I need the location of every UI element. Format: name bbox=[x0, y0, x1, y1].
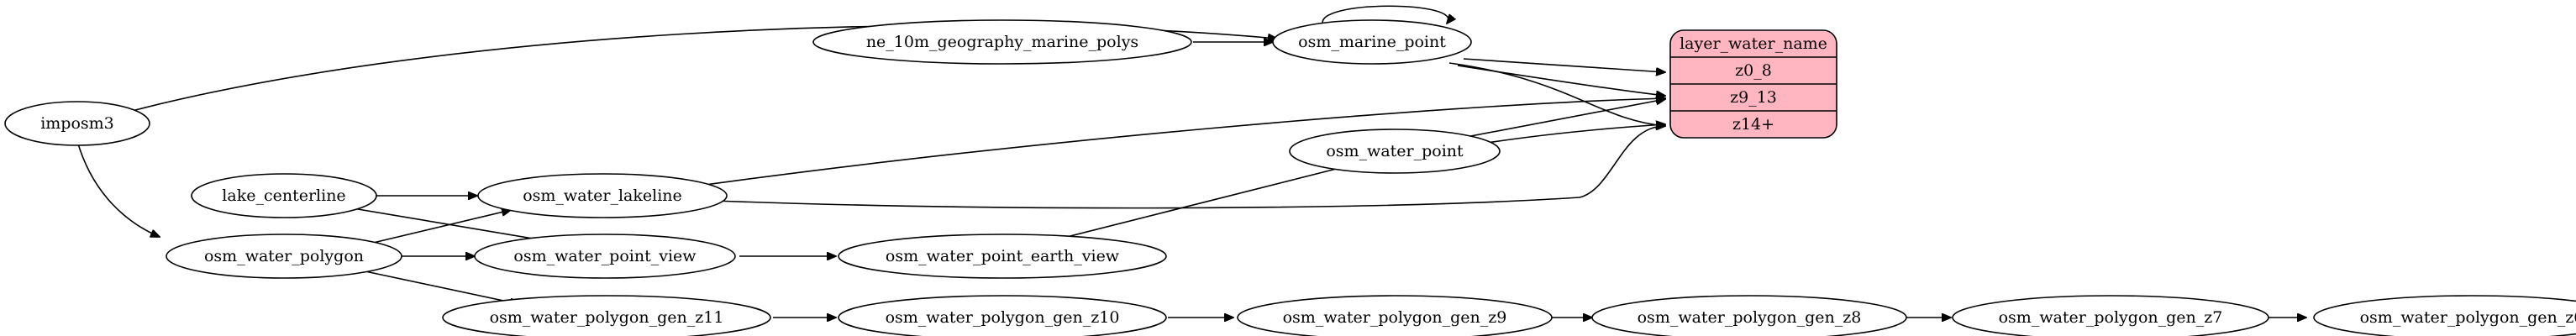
edge-osm-water-point-to-z9-13 bbox=[1461, 99, 1665, 139]
node-label: osm_marine_point bbox=[1298, 33, 1446, 51]
node-osm-water-point-earth-view[interactable]: osm_water_point_earth_view bbox=[838, 234, 1167, 279]
edge-osm-marine-point-self-loop bbox=[1322, 5, 1448, 26]
node-layer-water-name[interactable]: layer_water_name z0_8 z9_13 z14+ bbox=[1669, 29, 1837, 139]
layer-field-z0-8: z0_8 bbox=[1735, 61, 1772, 80]
edge-osm-water-polygon-to-osm-water-lakeline bbox=[369, 210, 511, 244]
edge-osm-marine-point-to-z14 bbox=[1448, 62, 1665, 126]
node-label: osm_water_polygon_gen_z7 bbox=[1999, 308, 2223, 327]
edge-osm-water-point-to-z14 bbox=[1486, 124, 1665, 144]
node-label: osm_water_point bbox=[1326, 142, 1464, 160]
node-label: osm_water_polygon_gen_z9 bbox=[1283, 308, 1507, 327]
node-osm-water-polygon-gen-z8[interactable]: osm_water_polygon_gen_z8 bbox=[1591, 295, 1907, 336]
edge-osm-water-lakeline-to-z9-13 bbox=[692, 98, 1665, 187]
nodes: imposm3 ne_10m_geography_marine_polys os… bbox=[4, 19, 2576, 336]
node-label: osm_water_polygon_gen_z8 bbox=[1638, 308, 1862, 327]
node-label: imposm3 bbox=[40, 114, 114, 133]
edge-imposm3-to-osm-water-polygon bbox=[76, 140, 160, 237]
node-label: osm_water_point_view bbox=[513, 247, 697, 265]
node-label: ne_10m_geography_marine_polys bbox=[866, 33, 1138, 51]
node-label: lake_centerline bbox=[222, 186, 345, 205]
node-osm-water-point[interactable]: osm_water_point bbox=[1289, 129, 1501, 174]
node-label: osm_water_polygon_gen_z6 bbox=[2360, 308, 2576, 327]
node-label: osm_water_point_earth_view bbox=[886, 247, 1120, 265]
layer-field-z14: z14+ bbox=[1732, 115, 1774, 134]
node-label: osm_water_polygon bbox=[204, 247, 364, 265]
node-imposm3[interactable]: imposm3 bbox=[4, 101, 150, 146]
node-osm-water-polygon-gen-z7[interactable]: osm_water_polygon_gen_z7 bbox=[1952, 295, 2269, 336]
node-osm-water-polygon-gen-z9[interactable]: osm_water_polygon_gen_z9 bbox=[1237, 295, 1553, 336]
layer-field-z9-13: z9_13 bbox=[1730, 88, 1777, 107]
edges bbox=[76, 5, 2306, 318]
edge-osm-water-polygon-to-gen-z11 bbox=[360, 270, 519, 304]
node-lake-centerline[interactable]: lake_centerline bbox=[191, 173, 377, 218]
node-osm-water-polygon-gen-z11[interactable]: osm_water_polygon_gen_z11 bbox=[442, 295, 771, 336]
edge-earth-view-to-osm-water-point bbox=[1066, 163, 1359, 238]
node-osm-water-point-view[interactable]: osm_water_point_view bbox=[474, 234, 736, 279]
node-ne-10m-geography-marine-polys[interactable]: ne_10m_geography_marine_polys bbox=[812, 19, 1192, 65]
node-osm-marine-point[interactable]: osm_marine_point bbox=[1272, 19, 1472, 65]
node-osm-water-lakeline[interactable]: osm_water_lakeline bbox=[477, 173, 728, 218]
node-osm-water-polygon-gen-z10[interactable]: osm_water_polygon_gen_z10 bbox=[838, 295, 1167, 336]
node-label: osm_water_lakeline bbox=[523, 186, 682, 205]
edge-lake-centerline-to-osm-water-point-view bbox=[352, 207, 563, 244]
edge-osm-marine-point-to-z0-8 bbox=[1463, 58, 1665, 72]
edge-osm-water-lakeline-to-z14 bbox=[713, 126, 1665, 209]
node-label: osm_water_polygon_gen_z10 bbox=[886, 308, 1120, 327]
node-osm-water-polygon-gen-z6[interactable]: osm_water_polygon_gen_z6 bbox=[2313, 295, 2576, 336]
layer-title: layer_water_name bbox=[1680, 34, 1827, 53]
node-label: osm_water_polygon_gen_z11 bbox=[490, 308, 724, 327]
node-osm-water-polygon[interactable]: osm_water_polygon bbox=[166, 234, 402, 279]
